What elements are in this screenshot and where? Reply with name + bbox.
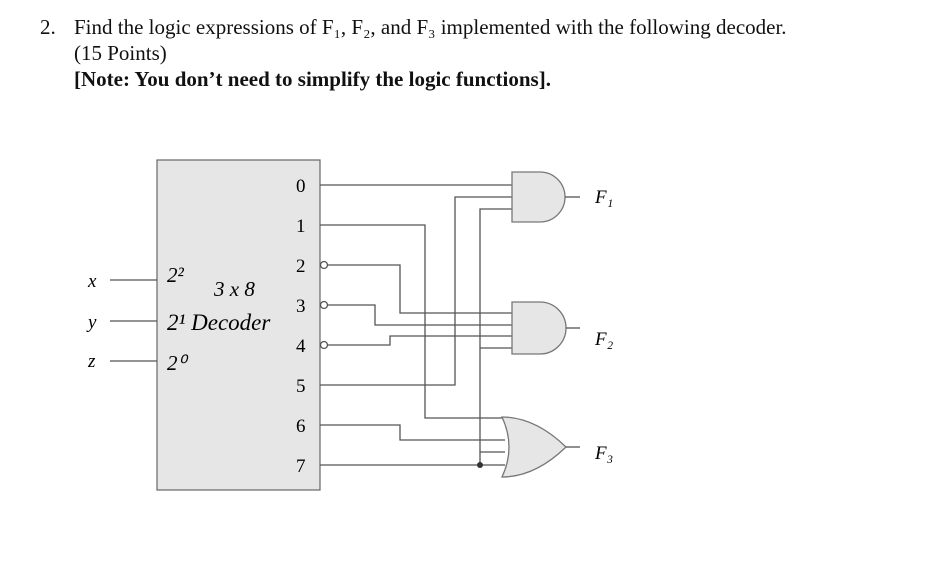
inversion-bubble-2	[319, 260, 329, 270]
input-label-z: z	[87, 351, 96, 372]
decoder-output-3: 3	[296, 296, 306, 317]
or-gate	[500, 416, 567, 478]
question-text: 2. Find the logic expressions of F₁, F₂, …	[40, 14, 920, 92]
and-gate-1	[511, 171, 566, 223]
decoder-name-label: 2¹ Decoder	[167, 310, 271, 335]
inversion-bubble-3	[319, 300, 329, 310]
question-number: 2.	[40, 15, 56, 39]
decoder-weight-2: 2²	[167, 263, 185, 287]
decoder-block	[156, 159, 321, 491]
decoder-output-7: 7	[296, 456, 306, 477]
question-prompt: Find the logic expressions of F₁, F₂, an…	[74, 15, 787, 39]
wiring	[320, 184, 512, 468]
question-line-1: 2. Find the logic expressions of F₁, F₂, …	[40, 14, 920, 40]
inversion-bubble-4	[319, 340, 329, 350]
decoder-output-0: 0	[296, 176, 306, 197]
question-points: (15 Points)	[74, 41, 167, 65]
input-label-y: y	[86, 312, 97, 333]
decoder-output-1: 1	[296, 216, 306, 237]
f1-label: F₁	[594, 187, 613, 208]
f2-label: F₂	[594, 329, 614, 350]
question-note: [Note: You don’t need to simplify the lo…	[74, 67, 551, 91]
decoder-size-label: 3 x 8	[213, 277, 255, 301]
and-gate-2	[511, 301, 567, 355]
decoder-output-6: 6	[296, 416, 306, 437]
f3-label: F₃	[594, 443, 613, 464]
decoder-output-5: 5	[296, 376, 306, 397]
decoder-output-2: 2	[296, 256, 306, 277]
decoder-output-4: 4	[296, 336, 306, 357]
input-label-x: x	[87, 271, 97, 292]
decoder-weight-0: 2⁰	[167, 351, 190, 375]
